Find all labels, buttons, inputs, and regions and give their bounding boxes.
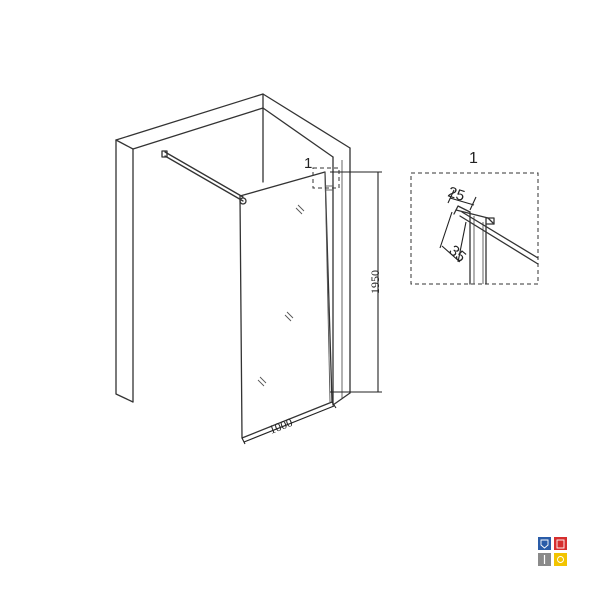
detail-box — [410, 172, 539, 285]
wall-profile — [325, 185, 333, 191]
feature-badges — [538, 537, 567, 566]
detail-dimension-top — [447, 189, 477, 211]
detail-dim-side-label: 35 — [445, 242, 469, 266]
side-wall — [262, 107, 351, 406]
stabilizer-bar — [161, 150, 247, 205]
callout-box — [312, 167, 340, 189]
width-dimension — [241, 401, 337, 445]
detail-title: 1 — [469, 150, 478, 167]
height-dimension — [330, 171, 382, 393]
width-label: 1000 — [267, 415, 294, 437]
sun-icon — [557, 556, 564, 563]
detail-dim-top-label: 25 — [446, 184, 467, 205]
shield-icon — [540, 539, 549, 549]
badge-yellow — [554, 553, 567, 566]
height-label: 1950 — [368, 270, 382, 294]
detail-dimension-side — [439, 211, 467, 263]
glass-panel — [239, 171, 333, 439]
door-icon — [556, 539, 565, 549]
back-wall — [115, 93, 351, 403]
callout-label: 1 — [304, 155, 312, 172]
detail-profile — [453, 205, 539, 285]
